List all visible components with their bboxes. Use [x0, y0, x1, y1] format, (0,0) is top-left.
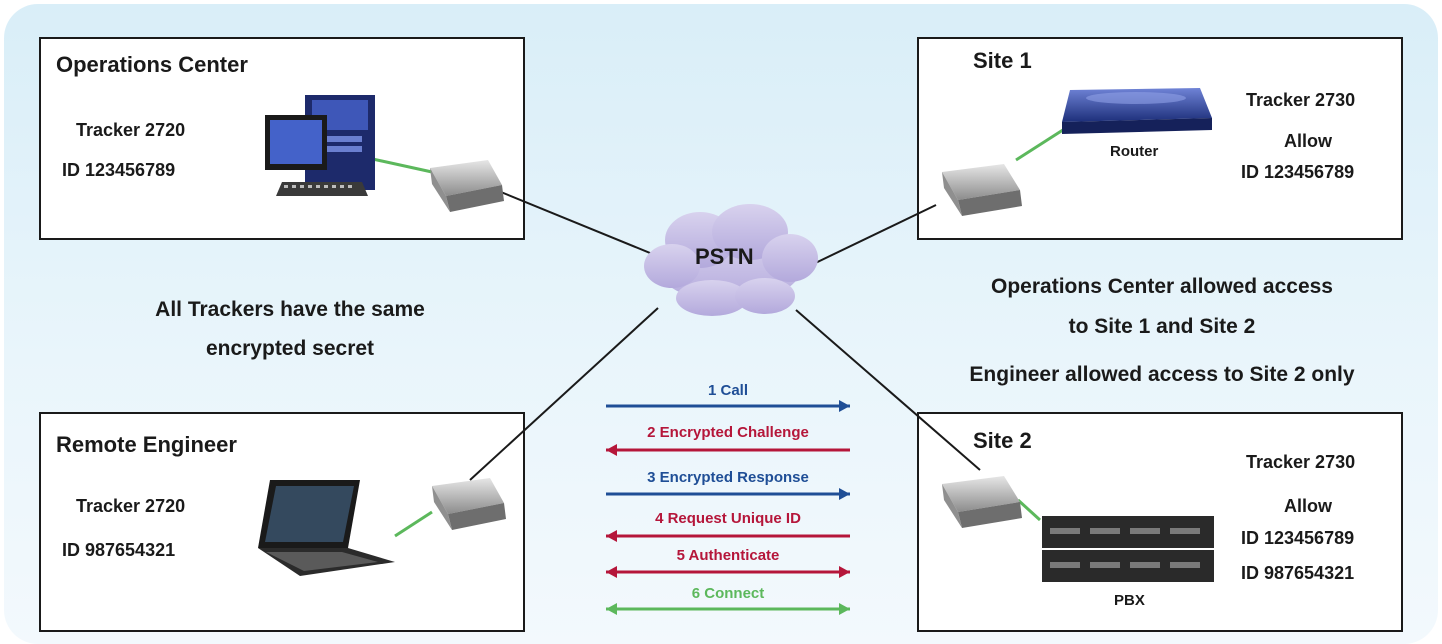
- cloud-icon: [644, 204, 818, 316]
- link-operations: [495, 189, 656, 256]
- tracker-modem-icon: [942, 164, 1022, 216]
- operations-center-title: Operations Center: [56, 52, 248, 77]
- laptop-icon: [258, 480, 395, 576]
- arrow-head: [839, 566, 850, 578]
- desktop-computer-icon: [265, 95, 375, 196]
- sequence-label-6: 6 Connect: [691, 585, 765, 602]
- site1-allow-id: ID 123456789: [1241, 162, 1355, 182]
- sequence-label-5: 5 Authenticate: [676, 547, 780, 564]
- tracker-modem-icon: [432, 478, 506, 530]
- pbx-label: PBX: [1114, 592, 1145, 609]
- site2-tracker: Tracker 2730: [1246, 452, 1356, 472]
- diagram-graphics: [258, 88, 1214, 615]
- site2-allow-label: Allow: [1284, 496, 1332, 516]
- sequence-label-1: 1 Call: [707, 382, 749, 399]
- arrow-head: [606, 444, 617, 456]
- site1-allow-label: Allow: [1284, 131, 1332, 151]
- site1-tracker: Tracker 2730: [1246, 90, 1356, 110]
- operations-center-id: ID 123456789: [62, 160, 176, 180]
- link-site2: [795, 309, 981, 471]
- pbx-icon: [1042, 516, 1214, 582]
- note-right-line-3: Engineer allowed access to Site 2 only: [969, 363, 1355, 386]
- router-icon: [1062, 88, 1212, 134]
- arrow-head: [839, 488, 850, 500]
- tracker-modem-icon: [942, 476, 1022, 528]
- site2-allow-id-1: ID 123456789: [1241, 528, 1355, 548]
- link-engineer: [469, 307, 659, 481]
- arrow-head: [606, 603, 617, 615]
- note-left-line-2: encrypted secret: [205, 337, 375, 360]
- router-label: Router: [1110, 143, 1159, 160]
- sequence-arrows: [606, 400, 850, 615]
- note-left-line-1: All Trackers have the same: [155, 298, 425, 321]
- site1-title: Site 1: [973, 48, 1032, 73]
- remote-engineer-tracker: Tracker 2720: [76, 496, 186, 516]
- site2-title: Site 2: [973, 428, 1032, 453]
- arrow-head: [606, 530, 617, 542]
- sequence-label-3: 3 Encrypted Response: [647, 469, 809, 486]
- tracker-modem-icon: [430, 160, 504, 212]
- remote-engineer-id: ID 987654321: [62, 540, 176, 560]
- site2-allow-id-2: ID 987654321: [1241, 563, 1355, 583]
- note-right-line-2: to Site 1 and Site 2: [1068, 315, 1256, 338]
- arrow-head: [839, 400, 850, 412]
- sequence-label-4: 4 Request Unique ID: [655, 510, 801, 527]
- device-links: [367, 126, 1067, 538]
- pstn-label: PSTN: [695, 244, 754, 269]
- arrow-head: [606, 566, 617, 578]
- remote-engineer-title: Remote Engineer: [56, 432, 237, 457]
- operations-center-tracker: Tracker 2720: [76, 120, 186, 140]
- pstn-links: [469, 189, 981, 481]
- arrow-head: [839, 603, 850, 615]
- link-site1: [804, 204, 937, 269]
- sequence-label-2: 2 Encrypted Challenge: [647, 424, 809, 441]
- note-right-line-1: Operations Center allowed access: [991, 275, 1333, 298]
